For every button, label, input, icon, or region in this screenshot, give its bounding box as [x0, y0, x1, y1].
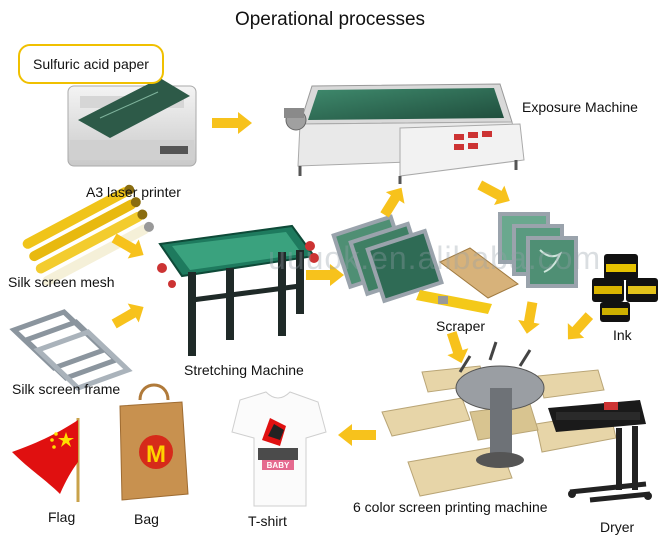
bag-icon: M — [119, 383, 189, 501]
label-frame: Silk screen frame — [12, 381, 121, 397]
label-printing: 6 color screen printing machine — [353, 499, 548, 515]
screen-frames-icon — [9, 309, 133, 391]
label-flag: Flag — [48, 509, 76, 525]
exposed-screens-icon — [498, 212, 578, 288]
arrow-scraper-to-printing — [446, 331, 469, 364]
watermark: uuuok.en.alibaba.com — [268, 240, 602, 276]
arrow-stretching-to-screens — [306, 264, 344, 286]
arrow-printer-to-exposure — [212, 112, 252, 134]
arrow-printing-to-tshirt — [338, 424, 376, 446]
label-scraper: Scraper — [436, 318, 486, 334]
tshirt-print-text: BABY — [267, 461, 290, 470]
ink-jars-icon — [592, 254, 658, 322]
sulfuric-acid-paper-callout: Sulfuric acid paper — [18, 44, 164, 84]
label-mesh: Silk screen mesh — [8, 274, 115, 290]
label-printer: A3 laser printer — [86, 184, 181, 200]
label-exposure: Exposure Machine — [522, 99, 638, 115]
scraper-icon — [416, 247, 519, 314]
arrow-exposure-to-exposed — [477, 180, 510, 205]
label-bag: Bag — [134, 511, 159, 527]
dryer-icon — [548, 400, 652, 503]
label-ink: Ink — [613, 327, 632, 343]
label-stretching: Stretching Machine — [184, 362, 304, 378]
label-dryer: Dryer — [600, 519, 635, 535]
arrow-ink-to-printing — [567, 312, 594, 340]
arrow-mesh-to-stretching — [111, 233, 144, 259]
laser-printer-icon — [67, 78, 197, 167]
arrow-frame-to-stretching — [111, 303, 144, 329]
arrow-screens-to-exposure — [380, 187, 405, 218]
stretched-screens-icon — [331, 214, 444, 304]
tshirt-icon: BABY — [231, 391, 327, 507]
diagram-title: Operational processes — [234, 9, 426, 30]
arrow-exposed-to-printing — [518, 301, 540, 334]
bag-logo-text: M — [146, 441, 166, 468]
process-arrows — [111, 112, 594, 446]
exposure-machine-icon — [284, 83, 525, 184]
label-tshirt: T-shirt — [248, 513, 287, 529]
stretching-machine-icon — [157, 224, 319, 356]
flag-icon — [12, 418, 80, 502]
